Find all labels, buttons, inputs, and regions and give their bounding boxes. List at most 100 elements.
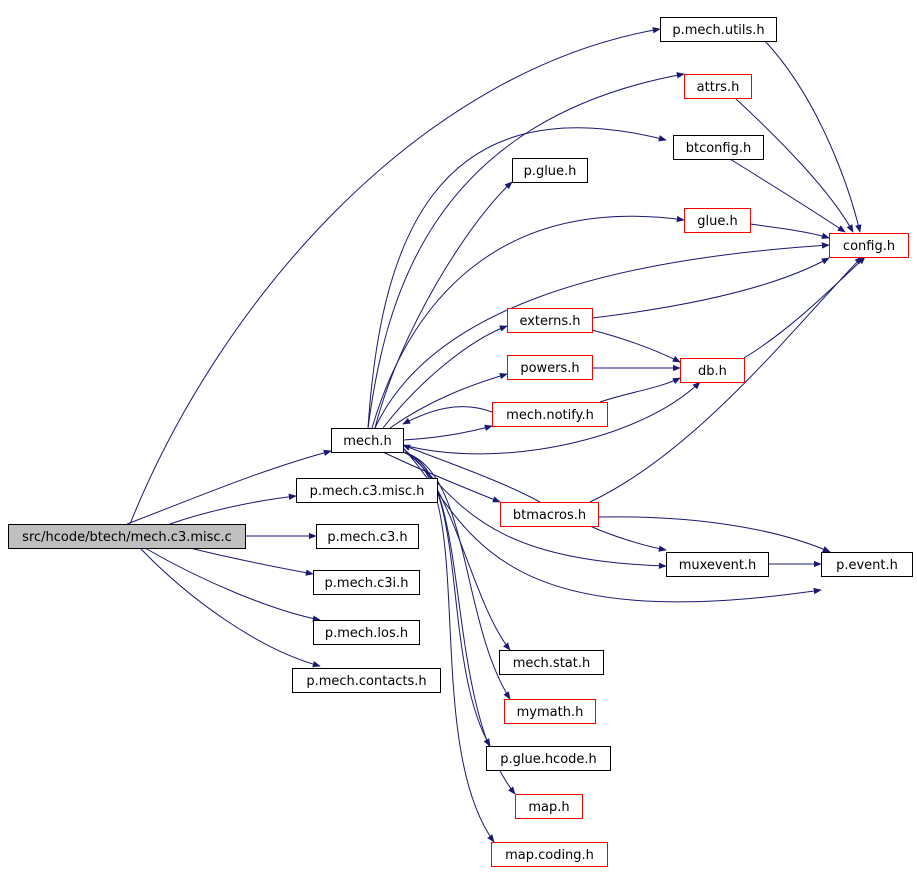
node-config-h[interactable]: config.h — [829, 233, 909, 258]
edge-mech-h-to-mymath-h — [402, 451, 511, 700]
node-label: mech.h — [343, 434, 391, 449]
node-label: p.glue.h — [524, 164, 577, 179]
node-label: p.mech.c3i.h — [325, 576, 409, 591]
node-label: config.h — [843, 239, 895, 254]
node-label: p.mech.utils.h — [672, 23, 764, 38]
edge-db-h-to-config-h — [743, 256, 866, 359]
node-box — [492, 402, 608, 427]
edge-mech-h-to-config-h — [374, 242, 830, 429]
node-mech-notify-h[interactable]: mech.notify.h — [492, 402, 608, 427]
node-label: mech.notify.h — [506, 408, 594, 423]
node-box — [660, 17, 777, 42]
edge-root-to-p-mech-c3i-h — [189, 547, 314, 576]
edge-mech-notify-h-to-db-h — [599, 377, 681, 403]
node-p-mech-c3-h[interactable]: p.mech.c3.h — [316, 524, 419, 549]
node-box — [8, 524, 246, 549]
edge-mech-h-to-mech-notify-h — [402, 424, 493, 441]
node-glue-h[interactable]: glue.h — [684, 208, 751, 233]
node-box — [684, 74, 752, 99]
node-box — [666, 552, 769, 577]
edge-btconfig-h-to-config-h — [729, 158, 846, 233]
edge-mech-h-to-attrs-h — [367, 72, 685, 429]
node-label: p.glue.hcode.h — [500, 752, 597, 767]
node-label: p.mech.los.h — [325, 626, 408, 641]
edge-mech-notify-h-to-mech-h — [402, 406, 493, 425]
node-box — [491, 842, 608, 867]
node-map-coding-h[interactable]: map.coding.h — [491, 842, 608, 867]
node-box — [515, 794, 583, 819]
node-btconfig-h[interactable]: btconfig.h — [673, 135, 764, 160]
edge-mech-h-to-powers-h — [389, 372, 508, 429]
edge-mech-h-to-glue-h — [371, 215, 685, 429]
node-label: powers.h — [520, 361, 579, 376]
edge-externs-h-to-config-h — [591, 257, 830, 319]
node-box — [296, 478, 438, 503]
node-label: src/hcode/btech/mech.c3.misc.c — [22, 530, 232, 545]
node-label: map.h — [528, 800, 569, 815]
node-box — [507, 355, 593, 380]
node-mymath-h[interactable]: mymath.h — [504, 699, 596, 724]
node-label: p.event.h — [836, 558, 898, 573]
node-label: mech.stat.h — [513, 656, 591, 671]
node-box — [486, 746, 611, 771]
node-p-mech-c3-misc-h[interactable]: p.mech.c3.misc.h — [296, 478, 438, 503]
edge-btmacros-h-to-mech-h — [402, 444, 541, 503]
node-label: muxevent.h — [679, 558, 757, 573]
node-attrs-h[interactable]: attrs.h — [684, 74, 752, 99]
node-label: p.mech.c3.misc.h — [310, 484, 425, 499]
node-p-glue-h[interactable]: p.glue.h — [512, 158, 588, 183]
node-box — [673, 135, 764, 160]
edge-mech-h-to-btmacros-h — [382, 451, 501, 503]
edge-root-to-p-mech-c3-misc-h — [169, 493, 297, 525]
node-map-h[interactable]: map.h — [515, 794, 583, 819]
node-box — [316, 524, 419, 549]
node-powers-h[interactable]: powers.h — [507, 355, 593, 380]
node-label: mymath.h — [517, 705, 584, 720]
edge-root-to-p-mech-contacts-h — [139, 547, 321, 668]
node-box — [684, 208, 751, 233]
node-box — [500, 502, 599, 527]
node-label: map.coding.h — [505, 848, 594, 863]
node-label: attrs.h — [697, 80, 740, 95]
node-externs-h[interactable]: externs.h — [507, 308, 593, 333]
node-muxevent-h[interactable]: muxevent.h — [666, 552, 769, 577]
node-box — [680, 358, 745, 383]
node-label: btconfig.h — [686, 141, 752, 156]
node-box — [313, 570, 420, 595]
node-db-h[interactable]: db.h — [680, 358, 745, 383]
node-box — [512, 158, 588, 183]
edge-root-to-p-mech-los-h — [144, 547, 321, 622]
edge-attrs-h-to-config-h — [734, 97, 854, 233]
node-btmacros-h[interactable]: btmacros.h — [500, 502, 599, 527]
node-box — [507, 308, 593, 333]
node-p-event-h[interactable]: p.event.h — [821, 552, 913, 577]
node-root[interactable]: src/hcode/btech/mech.c3.misc.c — [8, 524, 246, 549]
node-p-mech-c3i-h[interactable]: p.mech.c3i.h — [313, 570, 420, 595]
node-p-mech-contacts-h[interactable]: p.mech.contacts.h — [292, 668, 441, 693]
node-label: p.mech.contacts.h — [306, 674, 426, 689]
node-box — [829, 233, 909, 258]
node-box — [331, 428, 404, 453]
node-label: externs.h — [519, 314, 580, 329]
node-mech-stat-h[interactable]: mech.stat.h — [499, 650, 604, 675]
node-box — [499, 650, 604, 675]
node-mech-h[interactable]: mech.h — [331, 428, 404, 453]
node-label: db.h — [698, 364, 727, 379]
node-label: glue.h — [697, 214, 737, 229]
node-p-glue-hcode-h[interactable]: p.glue.hcode.h — [486, 746, 611, 771]
edge-btmacros-h-to-p-event-h — [597, 516, 831, 553]
edge-root-to-p-mech-utils-h — [129, 27, 661, 525]
edge-mech-h-to-map-coding-h — [402, 451, 495, 843]
edge-p-mech-utils-h-to-config-h — [764, 40, 862, 233]
node-p-mech-utils-h[interactable]: p.mech.utils.h — [660, 17, 777, 42]
node-box — [821, 552, 913, 577]
node-box — [504, 699, 596, 724]
node-box — [313, 620, 420, 645]
edge-mech-h-to-p-event-h — [402, 447, 822, 603]
nodes-layer: src/hcode/btech/mech.c3.misc.c mech.h p.me… — [8, 17, 913, 867]
edge-glue-h-to-config-h — [749, 223, 830, 239]
edge-mech-h-to-btconfig-h — [367, 127, 667, 429]
edge-root-to-mech-h — [126, 449, 332, 525]
node-p-mech-los-h[interactable]: p.mech.los.h — [313, 620, 420, 645]
